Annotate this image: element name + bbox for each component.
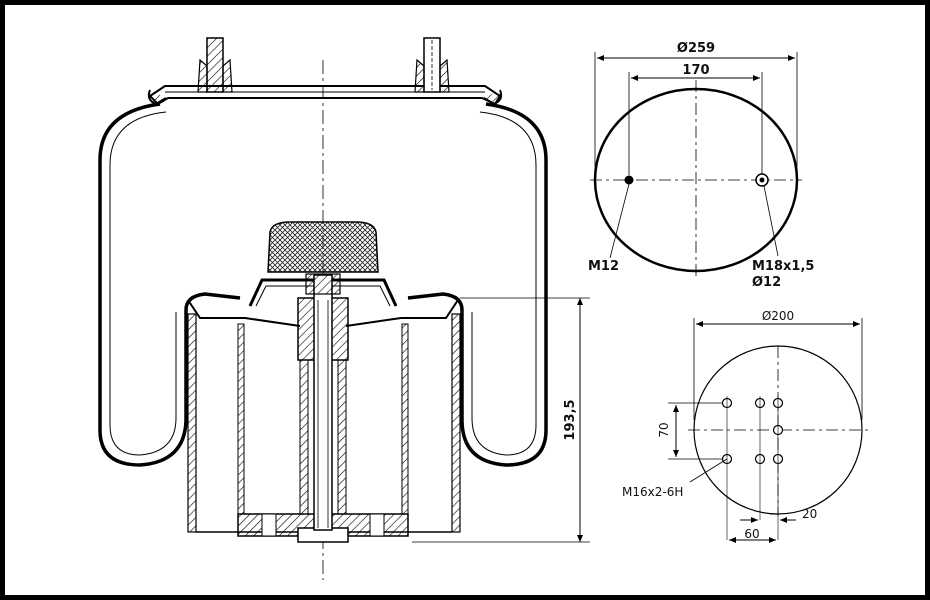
- hole-diameter-label: Ø12: [752, 275, 781, 290]
- horizontal-spacing-label: 60: [744, 527, 759, 541]
- bellow-left: [98, 102, 241, 467]
- thread-label: M16x2-6H: [622, 485, 683, 499]
- right-stud: [414, 37, 450, 93]
- bolt-spacing-label: 170: [682, 63, 709, 78]
- bolt-pattern: [721, 396, 784, 540]
- offset-label: 20: [802, 507, 817, 521]
- bumper: [267, 221, 379, 273]
- center-bolt: [297, 273, 349, 531]
- bottom-plate-view: Ø200 70 M16x2-6H 20 60: [622, 309, 872, 543]
- top-diameter-label: Ø259: [677, 41, 715, 56]
- side-view: 193,5: [98, 37, 590, 580]
- vertical-spacing-label: 70: [657, 422, 671, 437]
- height-dimension: 193,5: [412, 297, 590, 543]
- top-plate-view: Ø259 170 M12 M18x1,5 Ø12: [588, 41, 814, 290]
- bellow-right: [407, 102, 548, 467]
- m18-label: M18x1,5: [752, 259, 814, 274]
- height-label: 193,5: [563, 399, 578, 440]
- bottom-diameter-label: Ø200: [762, 309, 794, 323]
- m12-hole: [624, 175, 634, 185]
- left-stud: [197, 37, 233, 93]
- m12-label: M12: [588, 259, 619, 274]
